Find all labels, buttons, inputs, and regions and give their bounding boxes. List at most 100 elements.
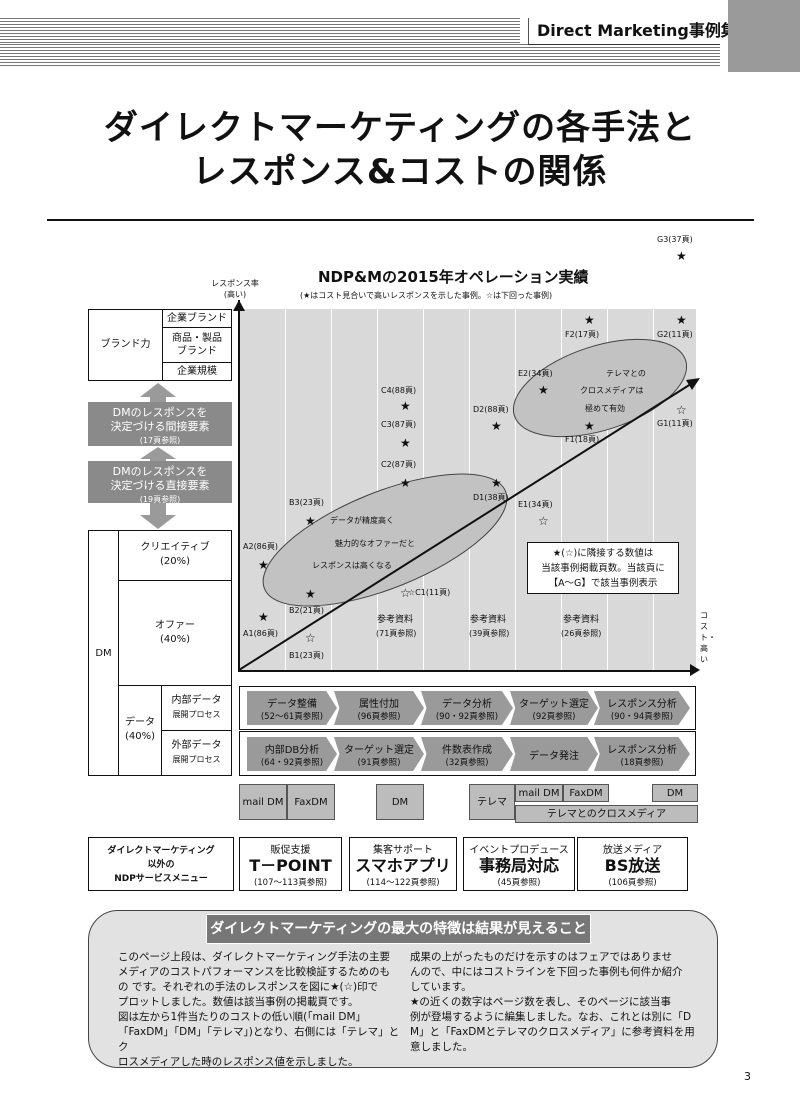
exp-right-6: M」と「FaxDMとテレマのクロスメディア」に参考資料を用: [410, 1026, 695, 1038]
step-title: ターゲット選定: [344, 745, 414, 756]
exp-right-3: しています。: [410, 981, 472, 993]
service-name: スマホアプリ: [355, 856, 451, 875]
exp-left-1: このページ上段は、ダイレクトマーケティング手法の主要: [118, 951, 390, 963]
service-ref: (45頁参照): [497, 878, 541, 888]
chart-subtitle: (★はコスト見合いで高いレスポンスを示した事例。☆は下回った事例): [300, 291, 553, 300]
service-card: 集客サポートスマホアプリ(114〜122頁参照): [349, 837, 457, 891]
media-fax-dm-2: FaxDM: [563, 784, 609, 802]
x-axis: [239, 670, 692, 672]
point-marker: ★: [584, 313, 595, 327]
step-title: 件数表作成: [442, 745, 492, 756]
service-category: イベントプロデュース: [469, 845, 569, 856]
step-ref: (52〜61頁参照): [260, 712, 324, 722]
header-label: Direct Marketing事例集: [528, 18, 737, 44]
exp-left-3: の です。それぞれの手法のレスポンスを図に★(☆)印で: [118, 981, 379, 993]
brand-item-3: 企業規模: [162, 362, 232, 381]
point-label: E1(34頁): [518, 500, 553, 509]
indirect-line2: 決定づける間接要素: [110, 420, 210, 433]
creative-pct: (20%): [159, 556, 191, 567]
process-row1-step: ターゲット選定(92頁参照): [510, 691, 598, 725]
step-title: レスポンス分析: [607, 745, 677, 756]
step-ref: (91頁参照): [357, 758, 401, 768]
point-marker: ★: [305, 587, 316, 601]
page-title-line2: レスポンス&コストの関係: [192, 152, 608, 192]
service-ref: (106頁参照): [608, 878, 657, 888]
ellipse1-line1: データが精度高く: [330, 516, 394, 525]
indirect-factor-box: DMのレスポンスを 決定づける間接要素 (17頁参照): [88, 402, 232, 446]
step-ref: (18頁参照): [620, 758, 664, 768]
legend-note-line1: ★(☆)に隣接する数値は: [552, 548, 654, 559]
chart-title: NDP&Mの2015年オペレーション実績: [318, 268, 589, 286]
step-title: データ発注: [529, 751, 579, 762]
exp-right-2: んので、中にはコストラインを下回った事例も何件か紹介: [410, 966, 683, 978]
corner-tab: [728, 0, 800, 72]
exp-right-7: 意しました。: [410, 1041, 473, 1053]
media-mail-dm-2: mail DM: [515, 784, 563, 802]
process-row2-step: 件数表作成(32頁参照): [421, 737, 513, 771]
creative-box: クリエイティブ (20%): [118, 530, 232, 581]
process-row1-step: データ整備(52〜61頁参照): [247, 691, 337, 725]
y-axis: [238, 300, 240, 672]
page-title-line1: ダイレクトマーケティングの各手法と: [103, 108, 697, 148]
service-card: イベントプロデュース事務局対応 (45頁参照): [463, 837, 575, 891]
internal-label: 内部データ: [171, 695, 222, 706]
external-label: 外部データ: [171, 740, 222, 751]
indirect-ref: (17頁参照): [139, 436, 181, 445]
services-label-3: NDPサービスメニュー: [114, 874, 208, 884]
step-ref: (64・92頁参照): [260, 758, 324, 768]
exp-right-1: 成果の上がったものだけを示すのはフェアではありませ: [410, 951, 673, 963]
point-marker: ★: [305, 514, 316, 528]
data-box: データ (40%): [118, 685, 162, 776]
step-title: レスポンス分析: [607, 699, 677, 710]
ref1-pages: (71頁参照): [376, 629, 417, 638]
data-pct: (40%): [124, 731, 156, 742]
header-underline: [528, 44, 720, 45]
ellipse1-line2: 魅力的なオファーだと: [335, 539, 415, 548]
point-label: ☆C1(11頁): [408, 588, 451, 597]
point-label: G1(11頁): [657, 419, 693, 428]
point-label: E2(34頁): [518, 369, 553, 378]
point-label: B2(21頁): [289, 606, 324, 615]
point-marker: ★: [676, 249, 687, 263]
service-ref: (107〜113頁参照): [253, 878, 328, 888]
point-marker: ☆: [538, 514, 549, 528]
point-marker: ★: [584, 419, 595, 433]
ellipse2-line2: クロスメディアは: [580, 386, 644, 395]
point-marker: ★: [400, 476, 411, 490]
explanation-left: このページ上段は、ダイレクトマーケティング手法の主要 メディアのコストパフォーマ…: [118, 950, 408, 1070]
offer-label: オファー: [155, 620, 195, 631]
process-row2-step: 内部DB分析 (64・92頁参照): [247, 737, 337, 771]
step-title: データ分析: [442, 699, 492, 710]
service-name: 事務局対応: [478, 856, 559, 875]
point-marker: ★: [491, 419, 502, 433]
media-telema: テレマ: [469, 784, 515, 820]
exp-left-5: 図は左から1件当たりのコストの低い順(「mail DM」: [118, 1011, 367, 1023]
header-stripes-lower: [0, 44, 720, 66]
internal-sub: 展開プロセス: [172, 710, 221, 719]
point-marker: ★: [491, 476, 502, 490]
exp-left-2: メディアのコストパフォーマンスを比較検証するためのも: [118, 966, 391, 978]
exp-right-4: ★の近くの数字はページ数を表し、そのページに該当事: [410, 996, 671, 1008]
direct-line2: 決定づける直接要素: [110, 479, 210, 492]
creative-label: クリエイティブ: [140, 542, 210, 553]
media-fax-dm: FaxDM: [287, 784, 335, 820]
direct-ref: (19頁参照): [139, 495, 181, 504]
ref1-label: 参考資料: [377, 615, 414, 625]
point-label: A2(86頁): [243, 542, 278, 551]
point-label: G3(37頁): [657, 235, 693, 244]
step-title: 内部DB分析: [264, 745, 320, 756]
process-row1-step: レスポンス分析(90・94頁参照): [594, 691, 690, 725]
exp-right-5: 例が登場するように編集しました。なお、これとは別に「D: [410, 1011, 692, 1023]
exp-left-4: プロットしました。数値は該当事例の掲載頁です。: [118, 996, 359, 1008]
step-title: 属性付加: [359, 699, 399, 710]
service-category: 販促支援: [270, 845, 311, 856]
brand-item-2: 商品・製品 ブランド: [162, 327, 232, 363]
step-title: ターゲット選定: [519, 699, 589, 710]
external-data-box: 外部データ 展開プロセス: [161, 730, 232, 776]
explanation-right: 成果の上がったものだけを示すのはフェアではありませ んので、中にはコストラインを…: [410, 950, 710, 1055]
ellipse2-line3: 極めて有効: [585, 404, 625, 413]
offer-pct: (40%): [159, 634, 191, 645]
